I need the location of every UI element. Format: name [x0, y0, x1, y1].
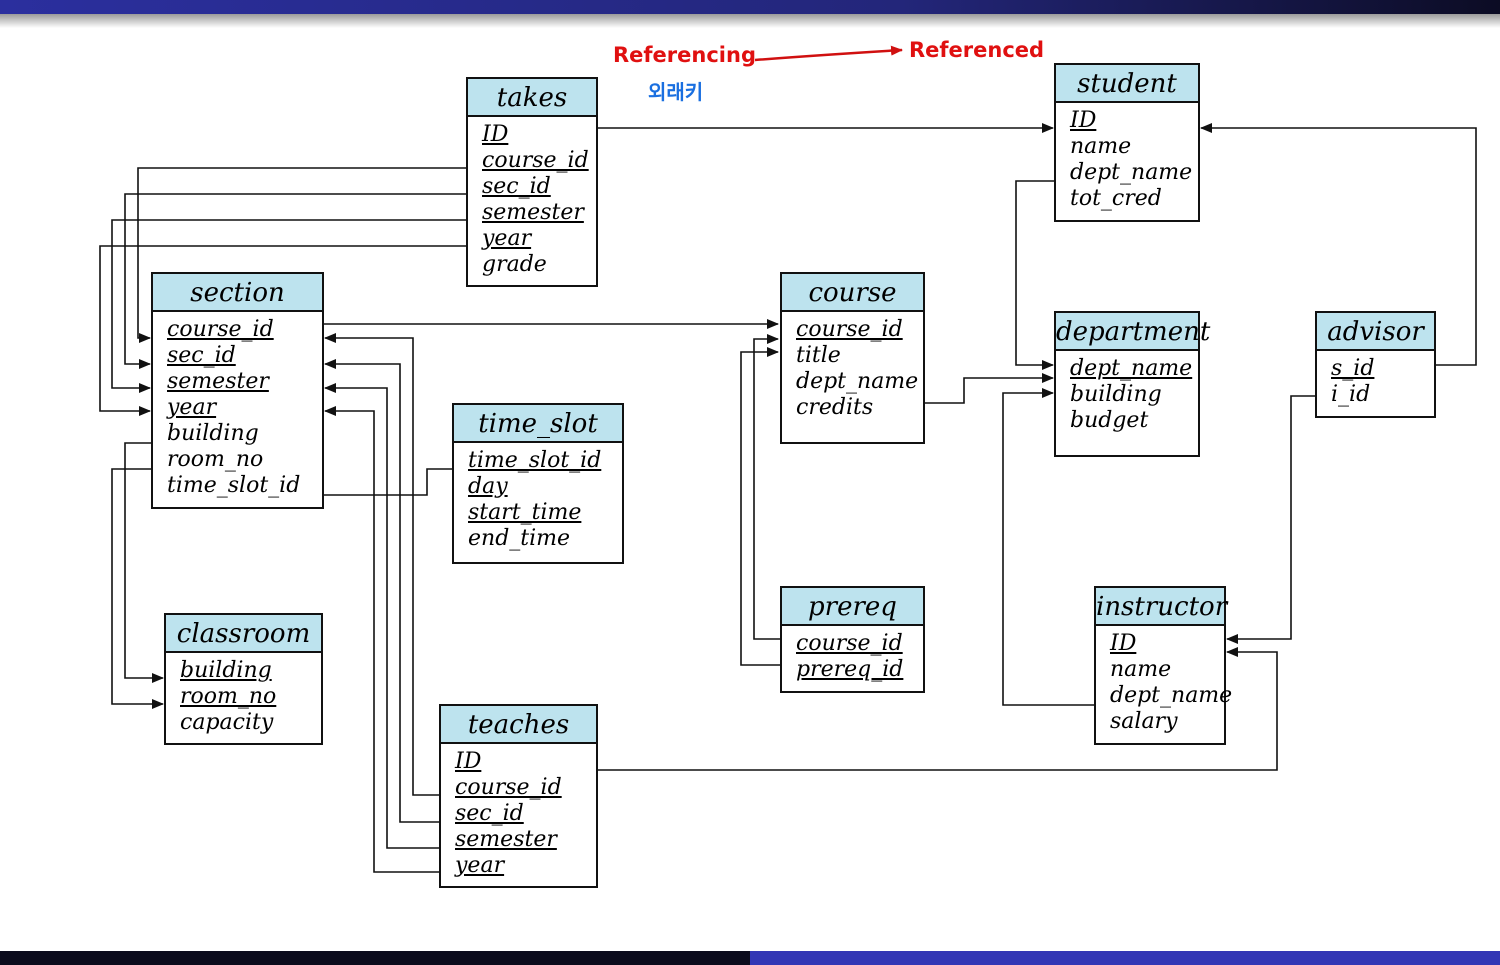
primary-key-field: semester: [455, 827, 557, 852]
attribute-field: salary: [1110, 709, 1178, 734]
top-bar: [0, 0, 1500, 14]
primary-key-field: sec_id: [455, 801, 524, 826]
table-title: prereq: [782, 588, 923, 626]
table-title: department: [1056, 313, 1210, 351]
attribute-field: capacity: [180, 710, 274, 735]
fk-instructor-department: [1002, 388, 1095, 706]
attribute-field: dept_name: [796, 369, 919, 394]
table-title: takes: [468, 79, 596, 117]
fk-takes-course-section: [137, 167, 466, 343]
primary-key-field: room_no: [180, 684, 277, 709]
attribute-field: credits: [796, 395, 874, 420]
fk-student-department: [1015, 180, 1055, 370]
fk-prereq-course: [753, 334, 781, 640]
top-bar-shadow: [0, 14, 1500, 28]
attribute-field: dept_name: [1110, 683, 1233, 708]
fk-takes-year-section: [99, 245, 466, 416]
primary-key-field: building: [180, 658, 272, 683]
primary-key-field: time_slot_id: [468, 448, 602, 473]
primary-key-field: course_id: [796, 631, 903, 656]
attribute-field: name: [1070, 134, 1132, 159]
attribute-field: i_id: [1331, 382, 1371, 407]
attribute-field: budget: [1070, 408, 1149, 433]
fk-section-room-classroom: [111, 468, 164, 709]
primary-key-field: day: [468, 474, 508, 499]
primary-key-field: prereq_id: [796, 657, 904, 682]
fk-takes-sec-section: [124, 193, 466, 369]
attribute-field: grade: [482, 252, 547, 277]
fk-teaches-sec-section: [324, 359, 440, 823]
primary-key-field: sec_id: [482, 174, 551, 199]
table-title: advisor: [1317, 313, 1434, 351]
attribute-field: dept_name: [1070, 160, 1193, 185]
bottom-bar-left: [0, 951, 750, 965]
attribute-field: building: [167, 421, 259, 446]
fk-prereq-prereq-course: [740, 347, 781, 666]
fk-course-department: [924, 373, 1054, 404]
primary-key-field: year: [455, 853, 505, 878]
annotation-referencing: Referencing: [613, 43, 756, 67]
annotation-arrow: [754, 45, 903, 62]
fk-takes-semester-section: [111, 219, 466, 393]
attribute-field: building: [1070, 382, 1162, 407]
table-title: student: [1056, 65, 1198, 103]
table-title: instructor: [1096, 588, 1227, 626]
primary-key-field: s_id: [1331, 356, 1375, 381]
primary-key-field: course_id: [482, 148, 589, 173]
attribute-field: room_no: [167, 447, 264, 472]
fk-teaches-semester-section: [324, 383, 440, 849]
primary-key-field: start_time: [468, 500, 582, 525]
primary-key-field: course_id: [796, 317, 903, 342]
primary-key-field: ID: [455, 749, 482, 774]
table-title: teaches: [441, 706, 596, 744]
bottom-bar-right: [750, 951, 1500, 965]
table-title: course: [782, 274, 923, 312]
fk-teaches-instructor: [598, 647, 1278, 771]
primary-key-field: sec_id: [167, 343, 236, 368]
attribute-field: name: [1110, 657, 1172, 682]
attribute-field: end_time: [468, 526, 571, 551]
primary-key-field: dept_name: [1070, 356, 1193, 381]
fk-teaches-course-section: [324, 333, 440, 796]
primary-key-field: semester: [167, 369, 269, 394]
primary-key-field: ID: [482, 122, 509, 147]
primary-key-field: course_id: [455, 775, 562, 800]
table-title: classroom: [166, 615, 321, 653]
primary-key-field: ID: [1070, 108, 1097, 133]
fk-section-building-classroom: [124, 442, 164, 683]
table-title: time_slot: [454, 405, 622, 443]
primary-key-field: course_id: [167, 317, 274, 342]
table-title: section: [153, 274, 322, 312]
annotation-referenced: Referenced: [909, 38, 1045, 62]
annotation-foreign-key: 외래키: [648, 80, 704, 104]
fk-advisor-instructor: [1226, 395, 1316, 644]
primary-key-field: ID: [1110, 631, 1137, 656]
attribute-field: title: [796, 343, 841, 368]
attribute-field: tot_cred: [1070, 186, 1162, 211]
fk-teaches-year-section: [324, 406, 440, 873]
primary-key-field: semester: [482, 200, 584, 225]
primary-key-field: year: [482, 226, 532, 251]
primary-key-field: year: [167, 395, 217, 420]
fk-advisor-student: [1200, 123, 1477, 366]
fk-section-timeslot: [323, 468, 453, 496]
attribute-field: time_slot_id: [167, 473, 301, 498]
